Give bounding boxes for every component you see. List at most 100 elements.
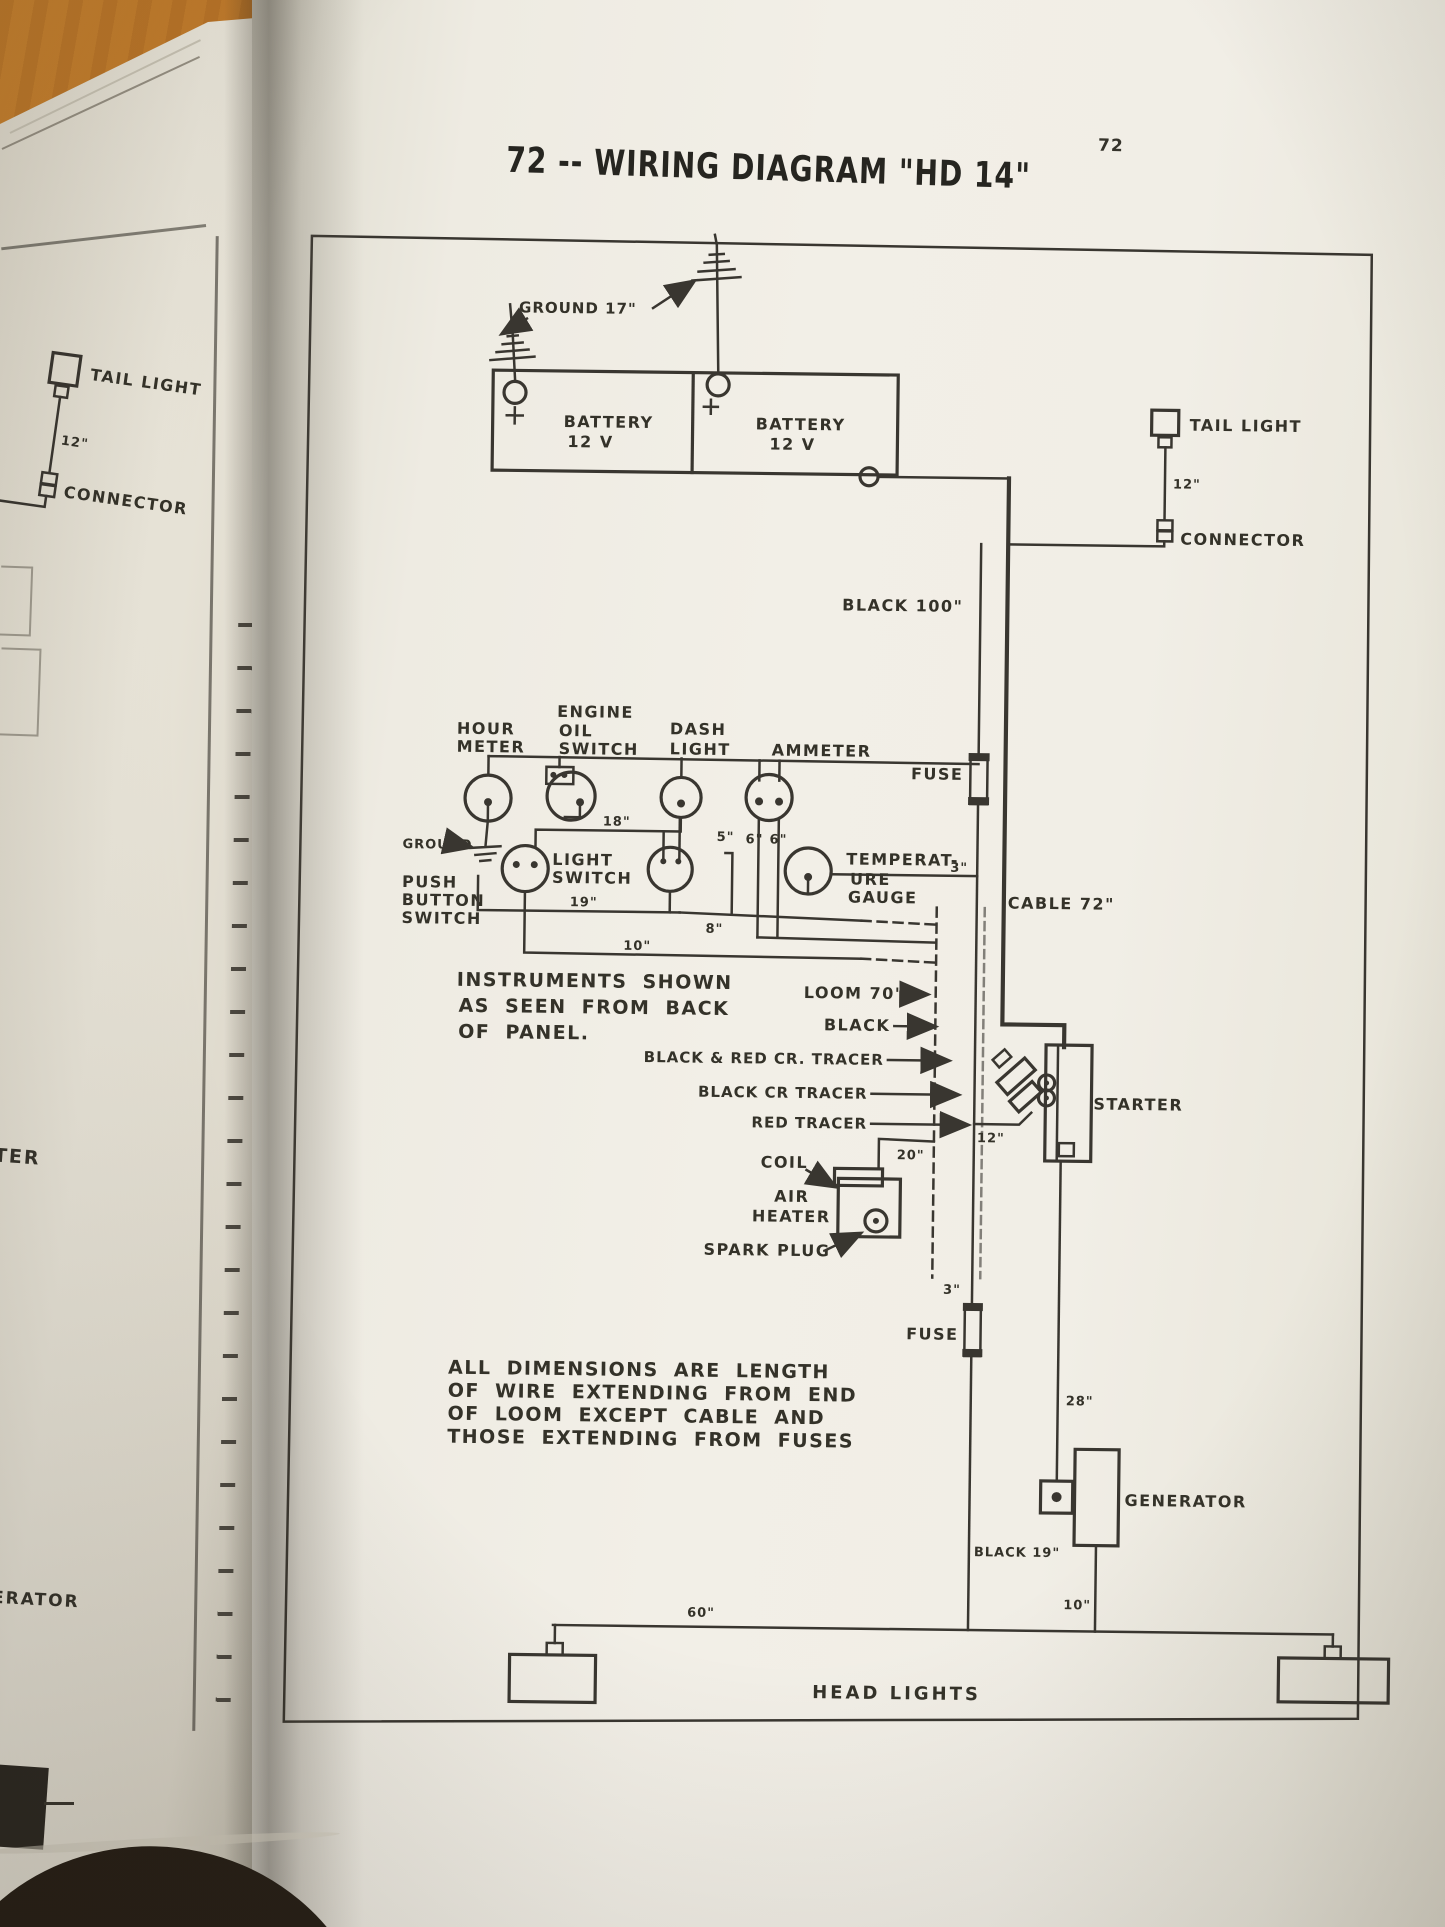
spark-plug-label: SPARK PLUG xyxy=(703,1240,830,1261)
battery-output-wires xyxy=(876,475,1166,1050)
temperature-gauge-label-2: URE xyxy=(850,870,891,889)
len-19-label: 19" xyxy=(570,895,598,910)
dash-light-symbol xyxy=(659,775,703,820)
light-switch-symbol xyxy=(500,843,550,894)
hour-meter-symbol xyxy=(463,773,513,863)
push-button-label-2: BUTTON xyxy=(402,890,486,910)
engine-oil-switch-label-1: ENGINE xyxy=(557,702,634,722)
len-3-gauge-label: 3" xyxy=(950,861,968,876)
loom-boundary-right xyxy=(978,906,987,1280)
tail-light-symbol-right xyxy=(1149,408,1181,543)
black-red-cr-tracer-label: BLACK & RED CR. TRACER xyxy=(644,1048,884,1069)
spark-plug-leader xyxy=(823,1231,865,1259)
len-12-starter-label: 12" xyxy=(977,1131,1005,1146)
hour-meter-label-2: METER xyxy=(457,737,526,757)
head-light-wires xyxy=(551,1623,1335,1648)
diagram-border xyxy=(282,234,1374,1723)
black-label: BLACK xyxy=(824,1015,891,1035)
len-3-fuse-label: 3" xyxy=(943,1283,961,1298)
len-28-label: 28" xyxy=(1066,1394,1094,1409)
fuse-top-label: FUSE xyxy=(911,764,964,784)
fuse-symbol-top xyxy=(968,752,990,806)
engine-oil-switch-label-3: SWITCH xyxy=(559,739,639,759)
book-gutter-shadow xyxy=(224,0,364,1927)
head-light-left-symbol xyxy=(507,1641,598,1705)
ammeter-label: AMMETER xyxy=(772,741,872,761)
dash-light-label-1: DASH xyxy=(670,719,727,739)
engine-oil-switch-label-2: OIL xyxy=(559,721,593,740)
dash-light-label-2: LIGHT xyxy=(670,739,731,759)
len-20-label: 20" xyxy=(897,1148,925,1163)
connector-label: CONNECTOR xyxy=(1180,530,1305,551)
len-6b-label: 6" xyxy=(769,833,787,848)
red-tracer-label: RED TRACER xyxy=(751,1113,867,1132)
head-lights-label: HEAD LIGHTS xyxy=(812,1682,981,1705)
ground-small-leader xyxy=(440,827,476,855)
note-dim-line-1: ALL DIMENSIONS ARE LENGTH xyxy=(448,1357,830,1384)
instrument-bus-wires xyxy=(487,754,980,782)
note-back-line-1: INSTRUMENTS SHOWN xyxy=(457,969,733,994)
starter-generator-wire xyxy=(1055,1159,1062,1483)
light-switch-label-1: LIGHT xyxy=(552,850,613,870)
len-8-label: 8" xyxy=(705,922,723,937)
generator-symbol xyxy=(1038,1447,1121,1548)
left-page-partial-wire xyxy=(44,1802,74,1805)
hour-meter-label-1: HOUR xyxy=(457,719,516,739)
right-page xyxy=(252,0,1445,1927)
battery1-label: BATTERY xyxy=(564,412,654,432)
loom-70-label: LOOM 70" xyxy=(804,983,905,1003)
air-heater-label-1: AIR xyxy=(774,1187,809,1206)
fuse-to-loom-wire xyxy=(970,802,980,1306)
cable-72-label: CABLE 72" xyxy=(1008,893,1115,913)
tail-light-symbol xyxy=(0,350,83,509)
battery2-label: BATTERY xyxy=(756,414,846,434)
black-cr-tracer-label: BLACK CR TRACER xyxy=(698,1083,868,1103)
note-dim-line-3: OF LOOM EXCEPT CABLE AND xyxy=(447,1403,825,1430)
len-12-tail-label: 12" xyxy=(1173,477,1201,492)
coil-label: COIL xyxy=(761,1152,809,1172)
len-18-label: 18" xyxy=(603,814,631,829)
temperature-gauge-label-1: TEMPERAT- xyxy=(846,849,959,869)
push-button-label-3: SWITCH xyxy=(401,908,481,928)
head-light-right-symbol xyxy=(1276,1645,1391,1705)
note-back-line-2: AS SEEN FROM BACK xyxy=(458,995,729,1020)
panel-harness-wires xyxy=(476,819,936,964)
ground-17-label: GROUND 17" xyxy=(519,298,637,317)
battery2-voltage: 12 V xyxy=(769,435,815,455)
push-button-label-1: PUSH xyxy=(402,872,458,892)
black-100-label: BLACK 100" xyxy=(842,595,963,615)
temperature-gauge-symbol xyxy=(783,846,979,896)
len-5-label: 5" xyxy=(717,830,735,845)
coil-leader xyxy=(803,1160,839,1189)
ammeter-symbol xyxy=(744,772,794,823)
battery1-voltage: 12 V xyxy=(567,432,613,452)
engine-oil-switch-symbol xyxy=(544,765,597,822)
fuse-bottom-label: FUSE xyxy=(906,1324,959,1344)
fuse-symbol-bottom xyxy=(962,1302,983,1358)
push-button-switch-symbol xyxy=(646,817,694,893)
light-switch-label-2: SWITCH xyxy=(552,868,632,888)
len-10-label: 10" xyxy=(623,939,651,954)
note-dim-line-4: THOSE EXTENDING FROM FUSES xyxy=(447,1426,854,1453)
red-tracer-arrow xyxy=(869,1110,973,1139)
temperature-gauge-label-3: GAUGE xyxy=(848,887,918,907)
black-19-label: BLACK 19" xyxy=(974,1545,1060,1561)
starter-label: STARTER xyxy=(1093,1095,1183,1115)
generator-headlight-wire xyxy=(1093,1544,1098,1633)
starter-symbol xyxy=(972,1043,1094,1164)
len-6a-label: 6" xyxy=(745,832,763,847)
air-heater-label-2: HEATER xyxy=(752,1206,831,1226)
note-back-line-3: OF PANEL. xyxy=(458,1021,590,1045)
left-len-12-label: 12" xyxy=(60,434,90,453)
black-cr-tracer-arrow xyxy=(870,1080,963,1109)
black-red-cr-tracer-arrow xyxy=(886,1046,953,1075)
len-10-bottom-label: 10" xyxy=(1063,1598,1091,1613)
fuse-to-headlight-wire xyxy=(966,1354,973,1632)
ground-leader-left xyxy=(498,307,534,336)
ground-symbol-right xyxy=(691,233,742,376)
tail-light-label: TAIL LIGHT xyxy=(1190,416,1303,436)
ground-leader-right xyxy=(651,278,698,310)
left-tail-light-group: TAIL LIGHT 12" CONNECTOR xyxy=(0,350,203,519)
